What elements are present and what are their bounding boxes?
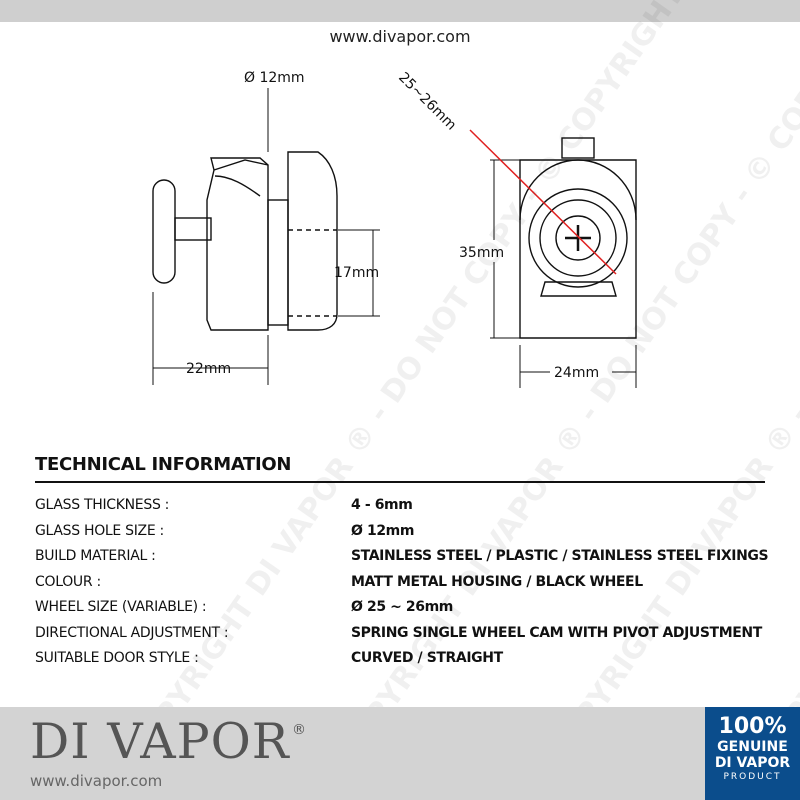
spec-label: SUITABLE DOOR STYLE :: [35, 650, 199, 666]
spec-list: GLASS THICKNESS : 4 - 6mm GLASS HOLE SIZ…: [35, 496, 795, 675]
badge-percent: 100%: [718, 714, 787, 739]
spec-label: COLOUR :: [35, 573, 101, 590]
spec-value: STAINLESS STEEL / PLASTIC / STAINLESS ST…: [351, 548, 769, 564]
wheel-diameter-line: [469, 129, 617, 275]
side-view-housing: [206, 157, 269, 331]
spec-label: GLASS HOLE SIZE :: [35, 522, 164, 539]
dim-width-label: 24mm: [554, 365, 599, 381]
genuine-product-badge: 100% GENUINE DI VAPOR PRODUCT: [705, 707, 800, 800]
side-view: [152, 151, 338, 331]
spec-label: DIRECTIONAL ADJUSTMENT :: [35, 624, 229, 641]
spec-row: DIRECTIONAL ADJUSTMENT : SPRING SINGLE W…: [35, 624, 795, 650]
spec-row: BUILD MATERIAL : STAINLESS STEEL / PLAST…: [35, 547, 795, 573]
side-view-knob: [152, 179, 176, 284]
dim-height-label: 35mm: [459, 245, 504, 261]
side-view-shaft: [174, 217, 212, 241]
spec-value: Ø 25 ~ 26mm: [351, 599, 453, 615]
spec-value: SPRING SINGLE WHEEL CAM WITH PIVOT ADJUS…: [351, 624, 762, 641]
spec-label: BUILD MATERIAL :: [35, 548, 156, 564]
front-view: [519, 137, 637, 339]
spec-row: GLASS HOLE SIZE : Ø 12mm: [35, 522, 795, 548]
spec-row: GLASS THICKNESS : 4 - 6mm: [35, 496, 795, 522]
spec-value: 4 - 6mm: [351, 497, 413, 513]
footer-site-url[interactable]: www.divapor.com: [30, 772, 163, 790]
header-site-url[interactable]: www.divapor.com: [329, 27, 471, 46]
spec-label: WHEEL SIZE (VARIABLE) :: [35, 599, 207, 615]
front-view-screw: [555, 215, 601, 261]
front-view-top-tab: [561, 137, 595, 159]
front-view-wheel-outer: [528, 188, 628, 288]
top-bar: [0, 0, 800, 22]
badge-brand: DI VAPOR: [714, 755, 791, 771]
dim-inner-height-label: 17mm: [334, 265, 379, 281]
dim-depth-label: 22mm: [186, 361, 231, 377]
technical-info-title: TECHNICAL INFORMATION: [35, 454, 292, 475]
brand-logo: DI VAPOR: [30, 713, 290, 770]
dim-wheel-label: 25~26mm: [395, 70, 459, 134]
spec-label: GLASS THICKNESS :: [35, 497, 170, 513]
spec-row: SUITABLE DOOR STYLE : CURVED / STRAIGHT: [35, 649, 795, 675]
front-view-housing: [519, 159, 637, 339]
spec-row: COLOUR : MATT METAL HOUSING / BLACK WHEE…: [35, 573, 795, 599]
registered-mark: ®: [292, 722, 306, 738]
spec-row: WHEEL SIZE (VARIABLE) : Ø 25 ~ 26mm: [35, 598, 795, 624]
side-view-wheel: [287, 151, 338, 331]
badge-product: PRODUCT: [723, 772, 782, 782]
spec-value: CURVED / STRAIGHT: [351, 650, 503, 666]
footer-band: [0, 707, 800, 800]
dim-hole-label: Ø 12mm: [244, 70, 305, 86]
spec-value: MATT METAL HOUSING / BLACK WHEEL: [351, 573, 643, 590]
spec-value: Ø 12mm: [351, 522, 415, 539]
badge-genuine: GENUINE: [717, 739, 788, 755]
title-divider: [35, 481, 765, 483]
